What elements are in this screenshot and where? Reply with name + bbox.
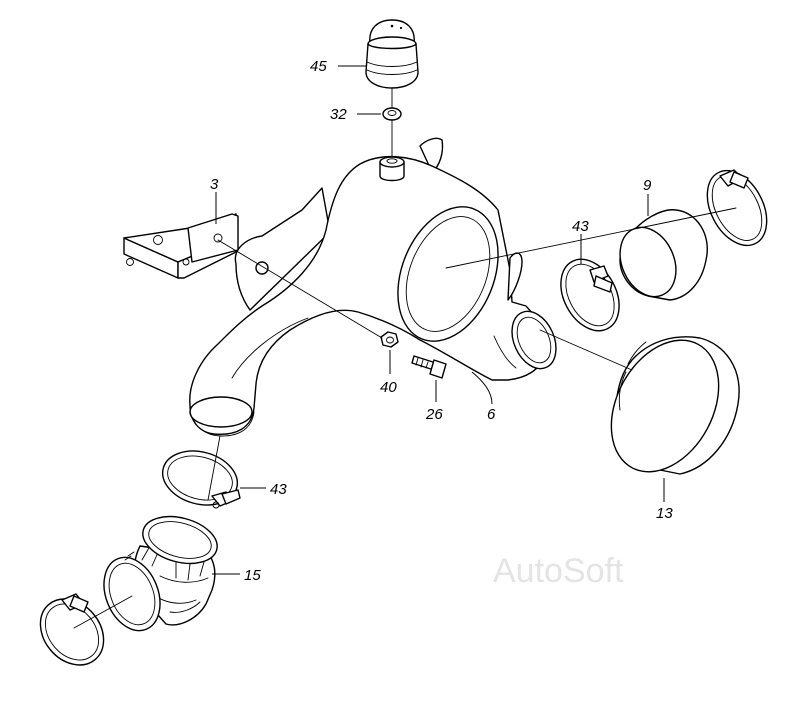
hose-clamp-43-bottom xyxy=(161,450,241,509)
hose-clamp-43-top xyxy=(560,258,620,332)
watermark: AutoSoft xyxy=(493,552,624,590)
label-32: 32 xyxy=(330,106,347,123)
label-3: 3 xyxy=(210,176,219,193)
bolt-26 xyxy=(411,355,447,379)
callout-leaders xyxy=(212,65,665,575)
air-intake-pipe-6 xyxy=(189,137,557,437)
label-26: 26 xyxy=(425,406,443,423)
label-15: 15 xyxy=(244,567,261,584)
sleeve-9 xyxy=(619,209,708,301)
elbow-hose-15 xyxy=(103,515,218,632)
assembly-axes xyxy=(73,87,737,629)
label-13: 13 xyxy=(656,505,673,522)
label-43-top: 43 xyxy=(572,218,589,235)
hose-clamp-upper-right xyxy=(706,169,768,247)
bracket-3 xyxy=(123,213,239,279)
washer-32 xyxy=(382,107,402,121)
label-43-bottom: 43 xyxy=(270,481,287,498)
callout-labels: 45 32 3 9 43 40 26 6 13 43 15 xyxy=(210,58,673,584)
nut-40 xyxy=(380,331,399,348)
hose-clamp-lower-left xyxy=(39,593,105,666)
label-40: 40 xyxy=(380,379,397,396)
cap-45 xyxy=(365,19,419,89)
label-6: 6 xyxy=(487,406,496,423)
cover-13 xyxy=(610,336,740,475)
label-9: 9 xyxy=(643,177,652,194)
label-45: 45 xyxy=(310,58,327,75)
